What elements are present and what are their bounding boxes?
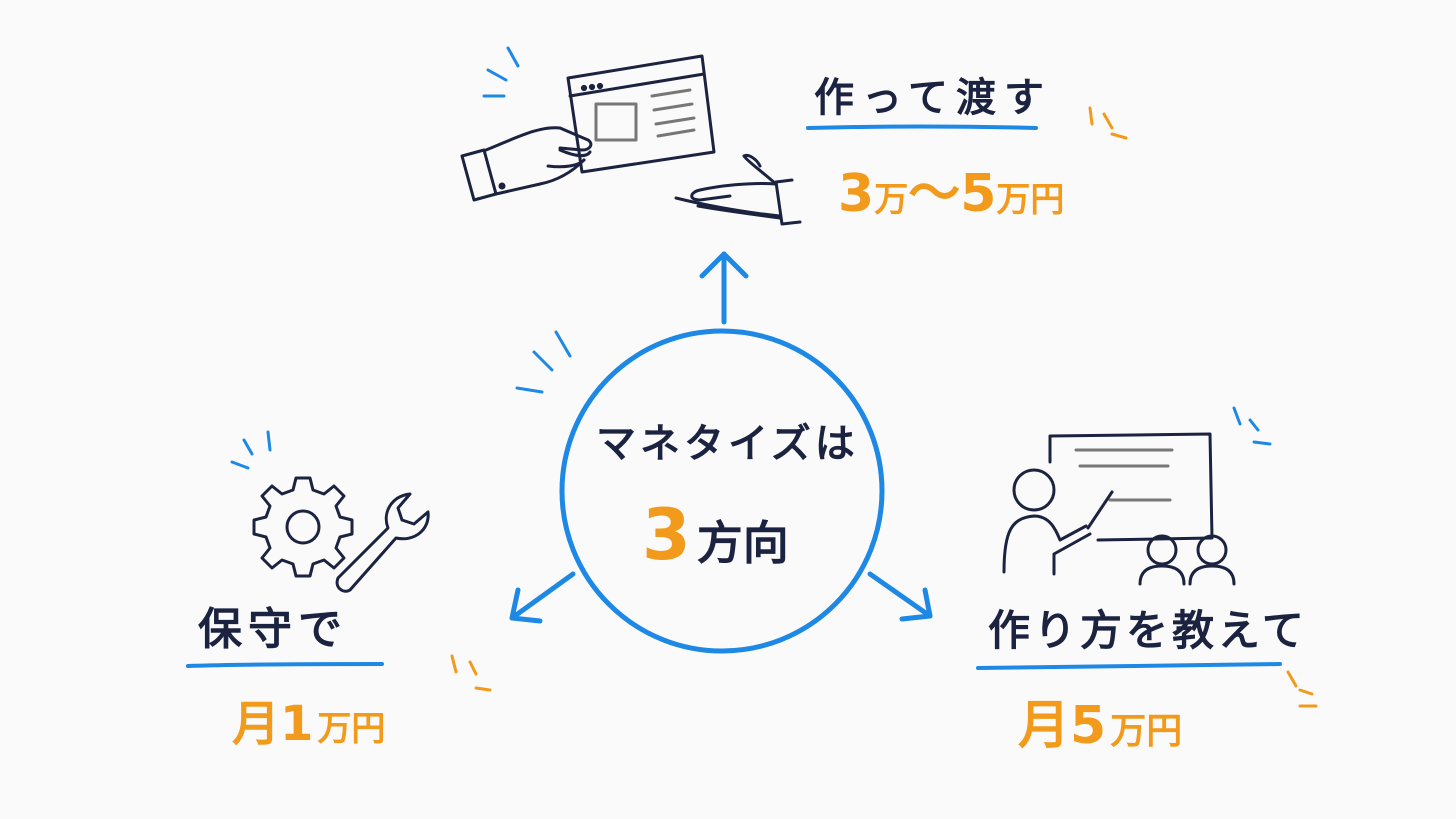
- gear-burst-lines: [230, 430, 272, 470]
- top-price-unit-a: 万: [874, 180, 909, 220]
- left-price-burst-lines: [450, 654, 492, 692]
- arrow-down-right: [867, 571, 933, 622]
- center-count-unit: 方向: [696, 516, 789, 570]
- top-price-burst-lines: [1088, 106, 1128, 140]
- right-price-unit: 万円: [1110, 711, 1183, 752]
- center-burst-lines: [515, 330, 572, 394]
- top-price-low: 3: [838, 164, 875, 224]
- gear-wrench-icon: [252, 476, 430, 593]
- left-price-amount: 1: [280, 696, 314, 752]
- left-action-underline: [186, 662, 384, 668]
- left-price-unit: 万円: [317, 709, 386, 749]
- top-branch-action: 作って渡す: [814, 75, 1052, 121]
- right-branch-action: 作り方を教えて: [988, 606, 1308, 655]
- top-price-unit-b: 万円: [996, 180, 1065, 220]
- right-price-amount: 5: [1070, 696, 1107, 756]
- arrow-down-left: [509, 571, 576, 624]
- center-circle: [559, 328, 885, 654]
- teacher-icon: [1002, 432, 1236, 586]
- top-action-underline: [806, 124, 1038, 130]
- top-burst-lines: [482, 46, 520, 98]
- right-price-prefix: 月: [1018, 696, 1071, 756]
- center-count-number: 3: [642, 494, 691, 576]
- center-title: マネタイズは: [596, 421, 859, 467]
- teacher-burst-lines: [1232, 406, 1272, 446]
- right-action-underline: [976, 662, 1282, 670]
- top-price-high: 5: [960, 164, 997, 224]
- top-branch-price: 3万〜5万円: [838, 168, 1064, 220]
- left-branch-action: 保守で: [198, 604, 348, 655]
- arrow-up: [699, 251, 749, 325]
- top-price-separator: 〜: [908, 164, 961, 224]
- right-price-burst-lines: [1286, 670, 1318, 708]
- left-price-prefix: 月: [232, 696, 281, 752]
- hand-over-website-icon: [460, 54, 802, 226]
